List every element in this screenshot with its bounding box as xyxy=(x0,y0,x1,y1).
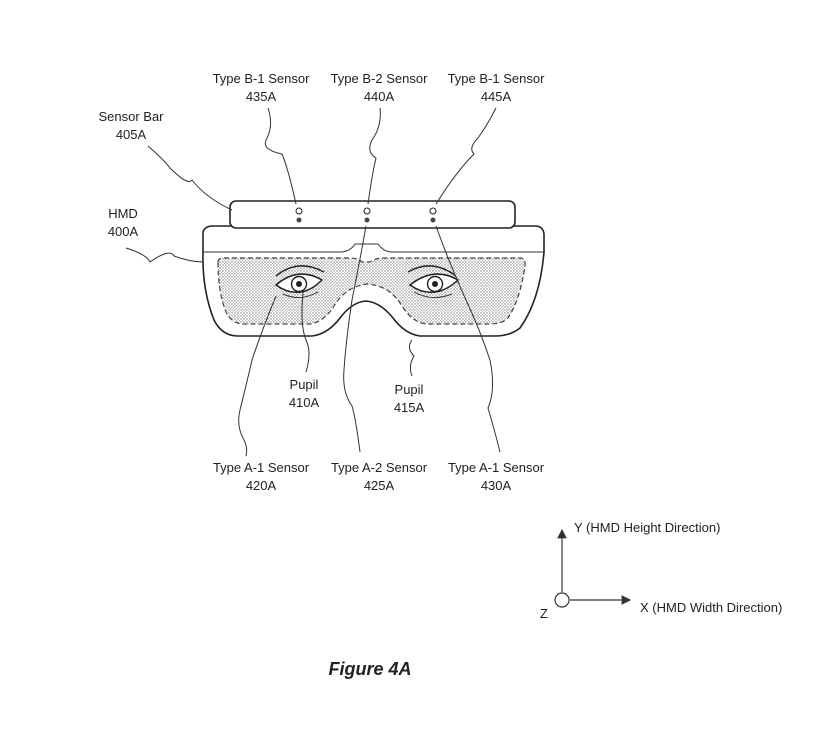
leader-b1-right xyxy=(435,107,497,205)
sensor-b1-right xyxy=(429,207,437,223)
label-pupil-left-name: Pupil xyxy=(290,377,319,392)
label-sensor-a1-right-ref: 430A xyxy=(481,478,512,493)
label-sensor-bar-name: Sensor Bar xyxy=(98,109,164,124)
left-eye xyxy=(274,265,325,298)
label-sensor-b1-left-ref: 435A xyxy=(246,89,277,104)
x-axis-label: X (HMD Width Direction) xyxy=(640,600,782,615)
sensor-b1-left xyxy=(295,207,303,223)
leader-a1-left xyxy=(238,295,277,457)
leader-b1-left xyxy=(264,107,297,205)
label-sensor-a2-ref: 425A xyxy=(364,478,395,493)
hmd-top-edge xyxy=(203,243,544,253)
label-pupil-right-name: Pupil xyxy=(395,382,424,397)
y-axis-label: Y (HMD Height Direction) xyxy=(574,520,720,535)
label-sensor-b1-right-name: Type B-1 Sensor xyxy=(448,71,545,86)
leader-pupil-right xyxy=(408,339,415,377)
label-pupil-left-ref: 410A xyxy=(289,395,320,410)
z-axis-origin xyxy=(554,592,570,608)
label-hmd-ref: 400A xyxy=(108,224,139,239)
right-eye xyxy=(407,265,460,298)
leader-hmd xyxy=(125,247,205,263)
z-axis-label: Z xyxy=(540,606,548,621)
label-hmd-name: HMD xyxy=(108,206,138,221)
label-sensor-a1-right-name: Type A-1 Sensor xyxy=(448,460,545,475)
leader-b2 xyxy=(367,107,381,205)
label-sensor-a1-left-ref: 420A xyxy=(246,478,277,493)
figure-caption: Figure 4A xyxy=(328,659,411,679)
label-sensor-b1-right-ref: 445A xyxy=(481,89,512,104)
coordinate-axes: Y (HMD Height Direction) X (HMD Width Di… xyxy=(540,520,782,621)
sensor-b2 xyxy=(363,207,371,223)
label-sensor-a2-name: Type A-2 Sensor xyxy=(331,460,428,475)
leader-a2 xyxy=(343,225,367,453)
label-sensor-b1-left-name: Type B-1 Sensor xyxy=(213,71,310,86)
leader-pupil-left xyxy=(301,291,310,373)
leader-sensor-bar xyxy=(147,145,233,211)
label-pupil-right-ref: 415A xyxy=(394,400,425,415)
label-sensor-b2-ref: 440A xyxy=(364,89,395,104)
label-sensor-bar-ref: 405A xyxy=(116,127,147,142)
label-sensor-b2-name: Type B-2 Sensor xyxy=(331,71,428,86)
label-sensor-a1-left-name: Type A-1 Sensor xyxy=(213,460,310,475)
sensor-bar xyxy=(229,200,516,229)
leader-a1-right xyxy=(435,225,501,453)
